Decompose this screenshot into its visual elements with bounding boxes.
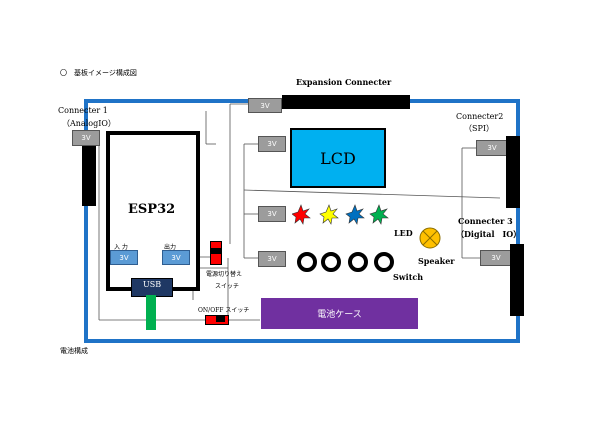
connector3-3v-label: 3V [480,250,512,266]
lcd-3v-label: 3V [258,136,286,152]
tact-switch-3-icon [348,252,368,272]
connector1-3v-label: 3V [72,130,100,146]
title-marker: 〇 [60,69,67,77]
led-yellow-icon [319,204,339,225]
tact-switch-1-icon [297,252,317,272]
speaker-icon [419,227,441,249]
power-select-switch-knob [211,248,221,254]
esp32-label: ESP32 [128,202,176,217]
connector2-label: Connecter2 [456,112,504,121]
led-blue-icon [345,204,365,225]
connector2-3v-label: 3V [476,140,508,156]
tact-switch-2-icon [321,252,341,272]
usb-cable [146,295,156,330]
connector1-label: Connecter 1 [58,106,108,115]
footer-note: 電池構成 [60,347,88,355]
esp32-output-3v: 3V [162,250,190,265]
page-title: 基板イメージ構成図 [74,69,137,77]
switch-3v-label: 3V [258,251,286,267]
led-row [292,204,389,225]
expansion-connector-label: Expansion Connecter [296,77,392,87]
expansion-connector [282,95,410,109]
power-select-switch-sublabel: スイッチ [215,283,240,290]
esp32-input-label: 入 力 [114,244,128,251]
on-off-switch-knob [216,316,225,322]
on-off-switch-label: ON/OFF スイッチ [198,307,250,314]
power-select-switch-label: 電源切り替え [206,271,243,278]
speaker-label: Speaker [418,256,455,266]
esp32-output-label: 出力 [164,244,177,251]
expansion-3v-label: 3V [248,98,282,113]
led-3v-label: 3V [258,206,286,222]
connector3-sublabel: （Digital IO） [456,229,522,239]
led-red-icon [292,204,311,225]
connector1-sublabel: （AnalogIO） [62,119,116,128]
connector1 [82,142,96,206]
led-green-icon [369,204,389,225]
tact-switch-4-icon [374,252,394,272]
led-label: LED [394,228,413,238]
battery-case: 電池ケース [261,298,418,329]
connector3-label: Connecter 3 [458,216,513,226]
lcd-display: LCD [290,128,386,188]
esp32-input-3v: 3V [110,250,138,265]
usb-label: USB [143,280,162,289]
connector2-sublabel: （SPI） [464,124,495,133]
connector3 [510,244,524,316]
battery-case-label: 電池ケース [317,310,362,320]
connector2 [506,136,520,208]
switch-label: Switch [393,272,424,282]
lcd-label: LCD [320,148,356,168]
